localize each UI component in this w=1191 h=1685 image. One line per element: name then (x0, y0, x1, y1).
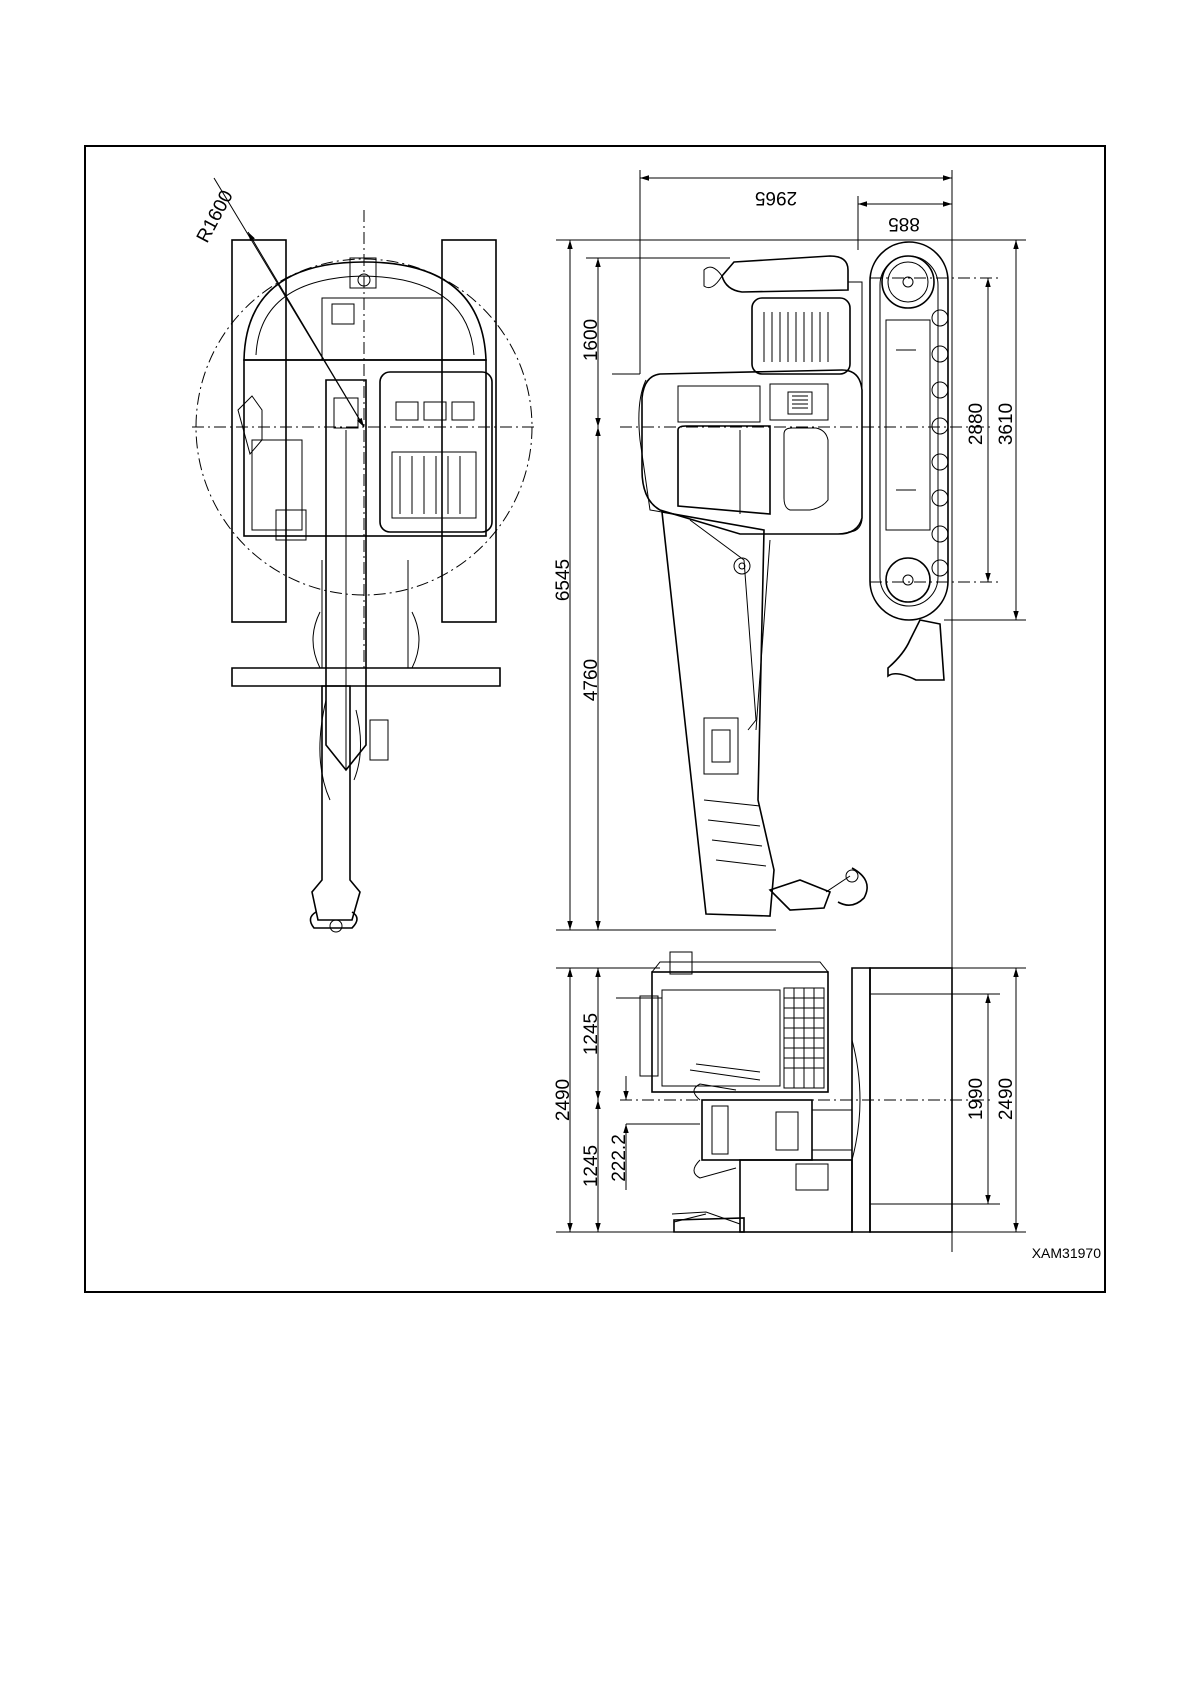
top-view (192, 178, 536, 932)
right-track (442, 240, 496, 622)
track-rollers (932, 310, 948, 576)
cab-grille (784, 988, 824, 1088)
left-track (232, 240, 286, 622)
idler (886, 558, 930, 602)
dim-radius: R1600 (193, 187, 238, 246)
side-view (612, 170, 1000, 1252)
engine-louvers (764, 312, 828, 362)
sprocket (882, 256, 934, 308)
arm-top (312, 686, 360, 920)
dim-track-offset: 885 (888, 213, 920, 234)
dim-track-length-inner: 2880 (966, 403, 987, 445)
dim-track-length-outer: 3610 (996, 403, 1017, 445)
dim-height-lower: 4760 (581, 659, 602, 701)
dim-track-width-total: 2490 (996, 1078, 1017, 1120)
cab-window-side (678, 426, 770, 514)
dim-height-total: 6545 (553, 559, 574, 601)
dim-width-upper: 1245 (581, 1013, 602, 1055)
dim-offset-small: 222.2 (609, 1134, 630, 1182)
figure-code: XAM31970 (1032, 1245, 1101, 1261)
counterweight (244, 262, 486, 360)
dozer-blade-side (888, 620, 944, 680)
dim-width-total-left: 2490 (553, 1079, 574, 1121)
upper-structure-side (642, 370, 862, 534)
dim-track-gauge: 1990 (966, 1078, 987, 1120)
dim-overall-length-top: 2965 (755, 187, 797, 208)
dim-height-upper: 1600 (581, 319, 602, 361)
dim-width-lower: 1245 (581, 1145, 602, 1187)
track-side (870, 242, 948, 620)
